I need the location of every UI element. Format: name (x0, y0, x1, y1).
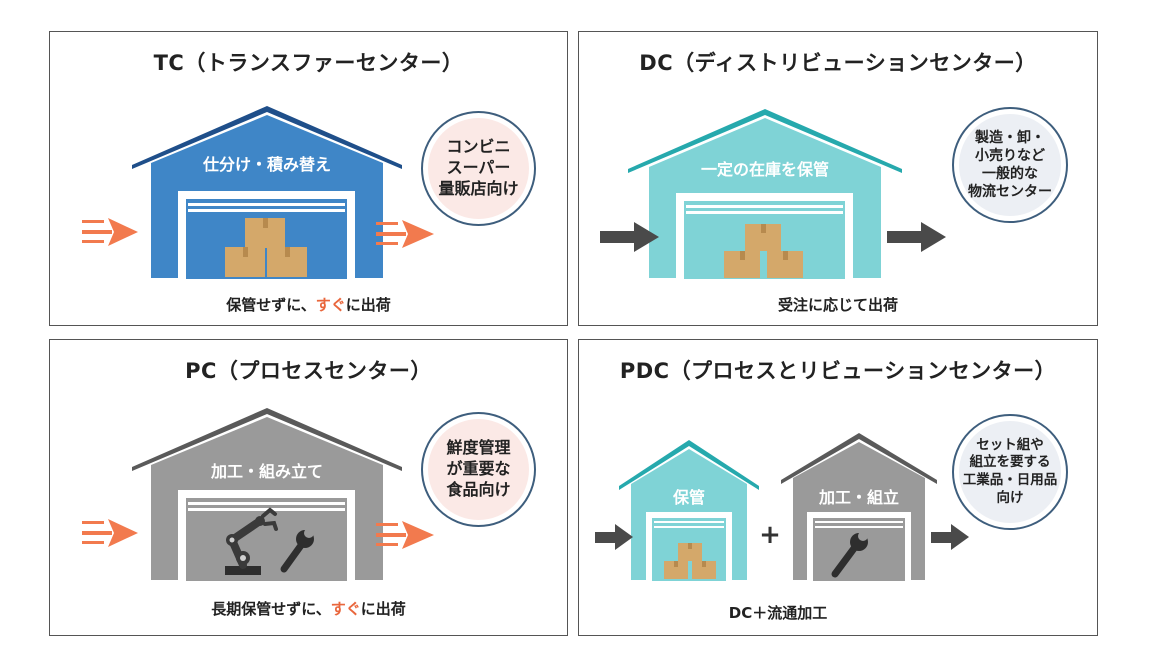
pdc-badge-line: 向け (996, 489, 1024, 506)
pc-badge-line: が重要な (446, 459, 511, 479)
tc-caption-highlight: すぐ (315, 296, 346, 314)
pdc-title: PDC（プロセスとリビューションセンター） (619, 359, 1057, 383)
pdc-caption: DC＋流通加工 (728, 604, 828, 622)
pdc-process-label: 加工・組立 (818, 488, 899, 507)
pc-warehouse-illustration (82, 408, 434, 581)
pc-target-badge: 鮮度管理 が重要な 食品向け (421, 412, 536, 527)
robot-arm-icon (225, 507, 278, 575)
pdc-outbound-arrow-icon (931, 524, 969, 550)
dc-badge-line: 一般的な (982, 166, 1038, 182)
dc-inbound-arrow-icon (600, 222, 659, 252)
pc-badge-line: 食品向け (446, 479, 511, 499)
dc-badge-line: 小売りなど (975, 147, 1045, 164)
pc-badge-line: 鮮度管理 (446, 438, 511, 458)
pdc-plus-sign: + (759, 520, 781, 550)
pc-caption-highlight: すぐ (330, 600, 361, 618)
dc-panel: DC（ディストリビューションセンター） 一定の在庫を保管 製造・卸・ 小売りなど… (578, 31, 1098, 326)
pdc-badge-line: 組立を要する (969, 454, 1051, 471)
dc-target-badge: 製造・卸・ 小売りなど 一般的な 物流センター (952, 107, 1068, 223)
pc-caption: 長期保管せずに、すぐに出荷 (211, 600, 406, 618)
pc-title: PC（プロセスセンター） (185, 359, 432, 383)
dc-boxes (724, 224, 803, 278)
tc-caption: 保管せずに、すぐに出荷 (226, 296, 391, 314)
pdc-panel: PDC（プロセスとリビューションセンター） 保管 (578, 339, 1098, 636)
wrench-icon (831, 531, 868, 578)
dc-warehouse-illustration (600, 109, 946, 279)
tc-boxes (225, 218, 307, 277)
pdc-inbound-arrow-icon (595, 524, 633, 550)
tc-inbound-arrow-icon (82, 218, 138, 246)
tc-building-label: 仕分け・積み替え (202, 155, 331, 174)
dc-title: DC（ディストリビューションセンター） (639, 51, 1037, 75)
tc-badge-line: コンビニ (446, 137, 511, 157)
pc-outbound-arrow-icon (376, 521, 434, 549)
dc-badge-line: 製造・卸・ (975, 129, 1045, 146)
pdc-badge-line: セット組や (976, 436, 1044, 453)
pdc-warehouse-illustration (595, 433, 969, 581)
tc-title: TC（トランスファーセンター） (153, 51, 464, 75)
tc-outbound-arrow-icon (376, 220, 434, 248)
wrench-icon (280, 528, 314, 573)
pdc-badge-line: 工業品・日用品 (962, 472, 1058, 488)
tc-badge-line: スーパー (446, 158, 511, 178)
tc-panel: TC（トランスファーセンター） 仕分け・積み替え コンビニ スーパー 量販店向け (49, 31, 568, 326)
dc-outbound-arrow-icon (887, 222, 946, 252)
tc-warehouse-illustration (82, 106, 434, 279)
tc-target-badge: コンビニ スーパー 量販店向け (421, 111, 536, 226)
dc-building-label: 一定の在庫を保管 (700, 160, 829, 179)
tc-badge-line: 量販店向け (438, 178, 519, 198)
pdc-boxes (664, 543, 716, 579)
pdc-target-badge: セット組や 組立を要する 工業品・日用品 向け (952, 414, 1068, 530)
dc-badge-line: 物流センター (968, 184, 1052, 201)
pc-panel: PC（プロセスセンター） (49, 339, 568, 636)
dc-caption: 受注に応じて出荷 (777, 296, 898, 314)
pc-inbound-arrow-icon (82, 519, 138, 547)
pdc-storage-label: 保管 (672, 488, 705, 507)
pc-building-label: 加工・組み立て (210, 462, 323, 481)
